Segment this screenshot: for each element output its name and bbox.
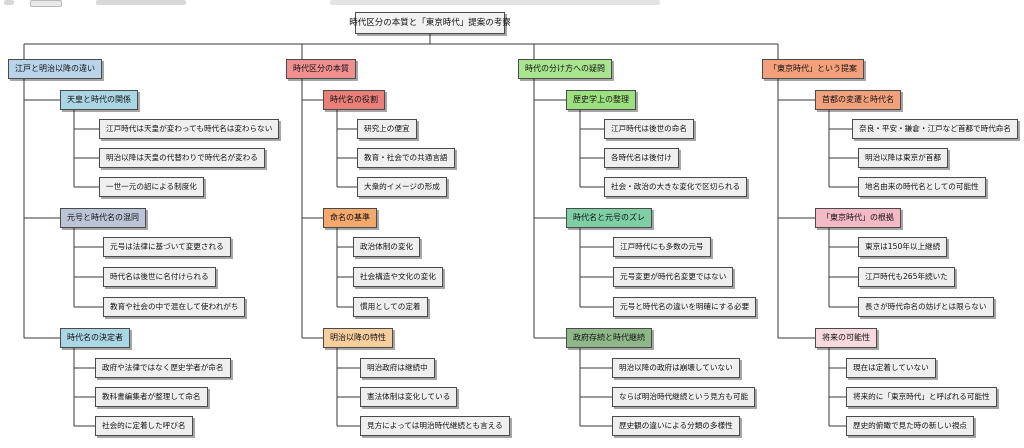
leaf-node: 東京は150年以上継続 [858,237,948,257]
subtopic-node: 時代名の役割 [323,90,385,110]
subtopic-node: 命名の基準 [323,208,377,228]
subtopic-node: 元号と時代名の混同 [60,208,146,228]
leaf-node: 慣用としての定着 [353,297,428,317]
toolbar-fragment [30,0,62,7]
leaf-node: 奈良・平安・鎌倉・江戸など首都で時代命名 [852,119,1018,139]
leaf-node: 明治政府は継続中 [360,358,435,378]
toolbar-fragment [330,0,660,5]
leaf-node: 元号と時代名の違いを明確にする必要 [613,297,757,317]
subtopic-node: 首都の変遷と時代名 [815,90,901,110]
leaf-node: 元号は法律に基づいて変更される [103,237,231,257]
leaf-node: 憲法体制は変化している [360,387,458,407]
leaf-node: 各時代名は後付け [604,148,679,168]
subtopic-node: 天皇と時代の関係 [60,90,138,110]
leaf-node: 江戸時代にも多数の元号 [613,237,711,257]
subtopic-node: 時代名と元号のズレ [566,208,652,228]
leaf-node: 江戸時代も265年続いた [858,267,955,287]
leaf-node: 社会・政治の大きな変化で区切られる [604,177,748,197]
toolbar-fragment [96,0,186,5]
leaf-node: 大衆的イメージの形成 [357,177,447,197]
subtopic-node: 将来の可能性 [815,328,877,348]
subtopic-node: 時代名の決定者 [60,328,130,348]
leaf-node: 教育・社会での共通言語 [357,148,455,168]
leaf-node: 社会構造や文化の変化 [353,267,443,287]
leaf-node: 元号変更が時代名変更ではない [613,267,734,287]
category-node-tokyo-era-proposal: 「東京時代」という提案 [762,59,864,79]
subtopic-node: 歴史学上の整理 [566,90,636,110]
leaf-node: 教科書編集者が整理して命名 [95,387,208,407]
top-toolbar-strip [0,0,1024,8]
leaf-node: 明治以降は東京が首都 [858,148,948,168]
leaf-node: 社会的に定着した呼び名 [95,416,193,436]
leaf-node: ならば明治時代継続という見方も可能 [612,387,756,407]
leaf-node: 研究上の便宜 [357,119,417,139]
leaf-node: 明治以降の政府は崩壊していない [612,358,740,378]
leaf-node: 見方によっては明治時代継続とも言える [360,416,510,436]
leaf-node: 歴史的俯瞰で見た時の新しい視点 [846,416,974,436]
leaf-node: 将来的に「東京時代」と呼ばれる可能性 [846,387,997,407]
leaf-node: 歴史観の違いによる分類の多様性 [612,416,740,436]
leaf-node: 時代名は後世に名付けられる [103,267,216,287]
leaf-node: 教育や社会の中で混在して使われがち [103,297,246,317]
toolbar-fragment [4,0,14,5]
leaf-node: 江戸時代は天皇が変わっても時代名は変わらない [99,119,280,139]
leaf-node: 明治以降は天皇の代替わりで時代名が変わる [99,148,265,168]
root-node: 時代区分の本質と「東京時代」提案の考察 [349,12,511,34]
subtopic-node: 「東京時代」の根拠 [815,208,901,228]
leaf-node: 一世一元の詔による制度化 [99,177,204,197]
leaf-node: 地名由来の時代名としての可能性 [858,177,986,197]
leaf-node: 現在は定着していない [846,358,936,378]
category-node-edo-meiji-difference: 江戸と明治以降の違い [8,59,102,79]
leaf-node: 政治体制の変化 [353,237,421,257]
leaf-node: 政府や法律ではなく歴史学者が命名 [95,358,231,378]
subtopic-node: 政府存続と時代継続 [566,328,652,348]
subtopic-node: 明治以降の特性 [323,328,393,348]
category-node-essence-of-periodization: 時代区分の本質 [286,59,356,79]
category-node-doubts-on-periodization: 時代の分け方への疑問 [518,59,612,79]
leaf-node: 江戸時代は後世の命名 [604,119,694,139]
leaf-node: 長さが時代命名の妨げとは限らない [858,297,994,317]
